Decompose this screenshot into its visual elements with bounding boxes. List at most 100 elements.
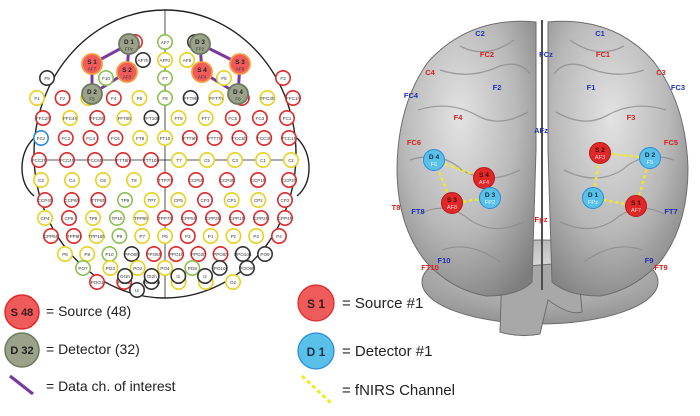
electrode-label: C5 <box>204 158 210 163</box>
electrode-label: P4 <box>276 234 282 239</box>
optode-label: D 1 <box>124 39 134 46</box>
electrode-label: FFC6h <box>90 116 104 121</box>
electrode-ring <box>32 172 49 189</box>
electrode-label: FFT7h <box>209 96 223 101</box>
brain-position-label: C4 <box>425 68 435 77</box>
legend-detector1-text: = Detector #1 <box>342 343 433 360</box>
electrode: AF7 <box>157 33 174 50</box>
brain-position-label: F4 <box>454 113 464 122</box>
legend-detector-text: = Detector (32) <box>46 341 140 357</box>
electrode-label: I2 <box>135 288 139 293</box>
optode-sublabel: AF4 <box>198 74 207 79</box>
electrode-ring <box>250 192 267 209</box>
electrode-label: Pz <box>231 234 237 239</box>
electrode-label: O2 <box>230 280 237 285</box>
electrode-ring <box>42 228 59 245</box>
optode-sublabel: AF4 <box>479 180 489 186</box>
electrode-ring <box>111 228 128 245</box>
electrode: CP1 <box>223 192 240 209</box>
electrode: TTP7h <box>157 172 174 189</box>
electrode: TPP8h <box>65 228 82 245</box>
optode-sublabel: AF7 <box>631 208 641 214</box>
electrode-label: PPO10h <box>234 252 252 257</box>
electrode-label: PPO2h <box>191 252 206 257</box>
electrode-label: P6 <box>62 252 68 257</box>
electrode: P4 <box>270 228 287 245</box>
optode-sublabel: FPz <box>125 46 134 51</box>
electrode-ring <box>32 130 49 147</box>
electrode: FFC3h <box>259 90 276 107</box>
electrode-ring <box>60 210 77 227</box>
brain-position-label: T8 <box>392 203 401 212</box>
optode-label: D 4 <box>429 154 440 161</box>
electrode-label: FCC2h <box>32 158 47 163</box>
electrode: F8 <box>157 90 174 107</box>
electrode-label: FFC2h <box>36 116 50 121</box>
electrode-ring <box>284 90 301 107</box>
brain-position-label: FC6 <box>407 138 421 147</box>
electrode-label: C6 <box>100 178 106 183</box>
electrode: PPO5h <box>145 246 162 263</box>
brain-position-label: Fpz <box>535 215 548 224</box>
electrode-ring <box>36 210 53 227</box>
electrode-ring <box>56 246 73 263</box>
electrode-label: CP3 <box>201 198 210 203</box>
electrode-ring <box>255 152 272 169</box>
electrode-ring <box>179 228 196 245</box>
electrode-ring <box>133 210 150 227</box>
optode-marker <box>81 53 103 75</box>
electrode-label: I1 <box>176 274 180 279</box>
electrode: TP7 <box>143 192 160 209</box>
optode-label: D 3 <box>485 192 496 199</box>
electrode-label: CCP1h <box>251 178 266 183</box>
electrode: C4 <box>64 172 81 189</box>
electrode-label: FCC3h <box>257 136 272 141</box>
electrode-label: FFT8h <box>118 116 132 121</box>
electrode-ring <box>274 70 291 87</box>
electrode: FFT7h <box>208 90 225 107</box>
electrode-label: F6 <box>137 96 143 101</box>
electrode-label: F7 <box>162 76 168 81</box>
electrode-label: PO9 <box>260 252 270 257</box>
electrode-label: CPP6h <box>44 234 59 239</box>
left-ear <box>21 137 35 197</box>
electrode: FC5 <box>224 110 241 127</box>
electrode: CCP2h <box>280 172 297 189</box>
electrode-label: FFC3h <box>260 96 274 101</box>
electrode-label: CCP6h <box>64 198 79 203</box>
electrode-label: P7 <box>139 234 145 239</box>
electrode-ring <box>197 110 214 127</box>
legend-detector-marker <box>4 332 40 368</box>
brain-position-label: F10 <box>438 256 451 265</box>
electrode-ring <box>30 152 47 169</box>
electrode: TP10 <box>109 210 126 227</box>
detector-d4: D 4F6 <box>227 83 249 105</box>
legend-source-marker-label: S 48 <box>11 307 34 319</box>
electrode: TPP9h <box>133 210 150 227</box>
electrode: PO8 <box>184 259 201 276</box>
electrode-label: AF5 <box>183 58 192 63</box>
electrode: FTT10h <box>143 152 160 169</box>
electrode-label: OI2h <box>147 274 157 279</box>
electrode-ring <box>65 228 82 245</box>
electrode: PO9 <box>256 246 273 263</box>
electrode-ring <box>117 192 134 209</box>
electrode-ring <box>256 130 273 147</box>
electrode-label: C4 <box>69 178 75 183</box>
electrode-ring <box>157 90 174 107</box>
brain-position-label: F3 <box>627 113 636 122</box>
optode-label: D 2 <box>87 89 97 96</box>
electrode-ring <box>145 246 162 263</box>
electrode: PO7 <box>75 259 92 276</box>
electrode-ring <box>88 228 105 245</box>
electrode: F5 <box>216 70 233 87</box>
electrode: PO3 <box>102 259 119 276</box>
electrode-ring <box>143 267 160 284</box>
electrode: C6 <box>95 172 112 189</box>
optode-label: S 1 <box>87 59 97 66</box>
brain-detector-d2: D 2F5 <box>639 147 661 169</box>
electrode-label: FTT10h <box>143 158 160 163</box>
